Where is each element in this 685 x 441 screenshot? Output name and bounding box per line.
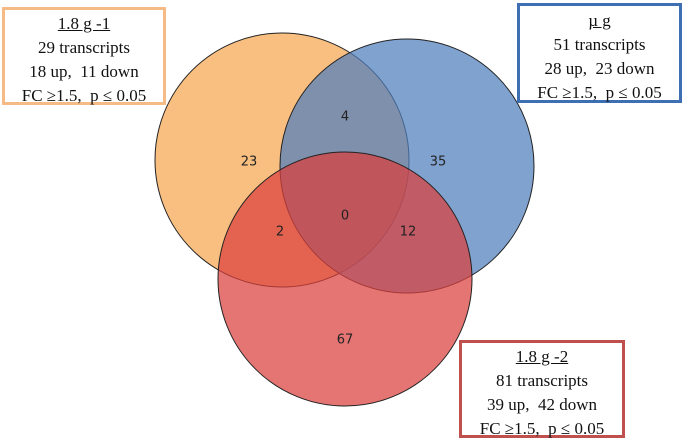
set-a-updown: 18 up, 11 down bbox=[29, 62, 139, 81]
set-a-legend-box: 1.8 g -1 29 transcripts 18 up, 11 down F… bbox=[2, 7, 166, 105]
set-a-criteria: FC ≥1.5, p ≤ 0.05 bbox=[21, 86, 147, 105]
set-b-updown: 28 up, 23 down bbox=[544, 59, 655, 78]
count-a-b-c: 0 bbox=[341, 209, 349, 224]
set-a-total: 29 transcripts bbox=[37, 38, 131, 57]
count-a-c: 2 bbox=[276, 225, 284, 240]
set-b-criteria: FC ≥1.5, p ≤ 0.05 bbox=[537, 83, 662, 102]
count-only-c: 67 bbox=[337, 333, 354, 348]
set-a-title: 1.8 g -1 bbox=[57, 14, 111, 33]
set-b-legend-box: µ g 51 transcripts 28 up, 23 down FC ≥1.… bbox=[517, 3, 682, 103]
set-c-legend-box: 1.8 g -2 81 transcripts 39 up, 42 down F… bbox=[459, 340, 625, 438]
count-only-a: 23 bbox=[241, 155, 258, 170]
set-c-total: 81 transcripts bbox=[495, 371, 589, 390]
count-a-b: 4 bbox=[341, 110, 349, 125]
set-b-title: µ g bbox=[588, 11, 611, 30]
set-c-title: 1.8 g -2 bbox=[515, 347, 569, 366]
set-c-circle bbox=[217, 151, 473, 407]
set-c-updown: 39 up, 42 down bbox=[486, 395, 598, 414]
set-c-criteria: FC ≥1.5, p ≤ 0.05 bbox=[479, 419, 605, 438]
count-b-c: 12 bbox=[400, 225, 417, 240]
count-only-b: 35 bbox=[430, 155, 447, 170]
set-b-total: 51 transcripts bbox=[553, 35, 646, 54]
